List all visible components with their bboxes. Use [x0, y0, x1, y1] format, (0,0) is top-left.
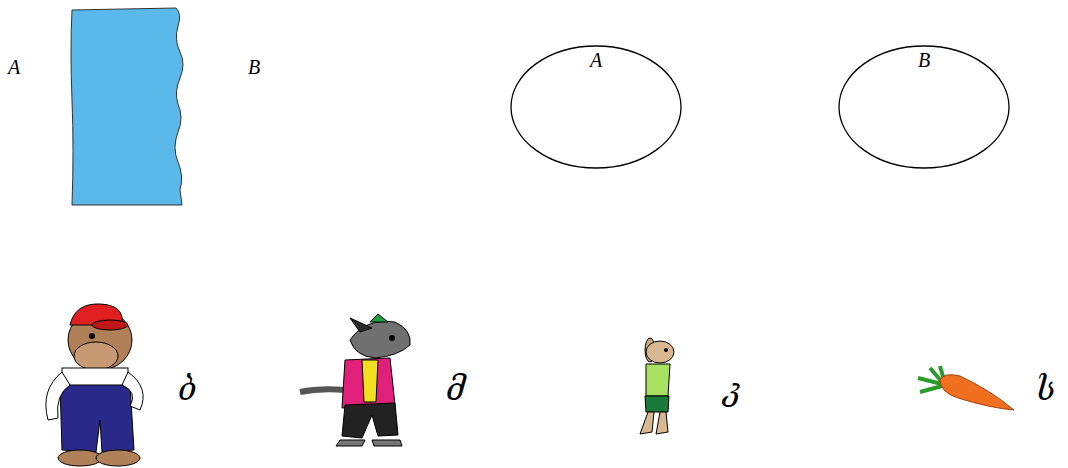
hare-figure [640, 338, 674, 434]
letter-label: მ [446, 370, 465, 408]
letter-label: კ [724, 370, 742, 408]
set-label: B [838, 45, 1010, 72]
bank-label: B [248, 56, 260, 79]
river [71, 8, 183, 205]
hippo-figure [46, 304, 143, 466]
set-label: A [510, 45, 682, 72]
letter-label: ს [1036, 370, 1055, 408]
wolf-figure [300, 314, 410, 446]
ellipse-set: A [510, 45, 682, 169]
carrot-figure [918, 366, 1014, 410]
bank-label: A [8, 56, 20, 79]
letter-label: ბ [178, 370, 197, 408]
ellipse-set: B [838, 45, 1010, 169]
